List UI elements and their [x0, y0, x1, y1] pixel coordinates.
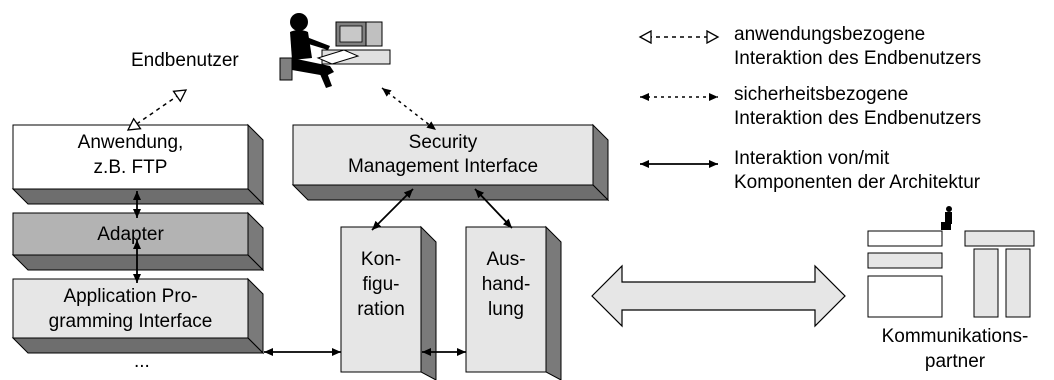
user-at-computer-icon: [279, 13, 391, 88]
smi-konfiguration-arrow: [371, 188, 414, 231]
partner-line2: partner: [924, 351, 986, 372]
aushandlung-line3: lung: [488, 299, 524, 320]
konfiguration-box: [340, 225, 437, 380]
ellipsis-label: ...: [134, 351, 150, 372]
api-box: [11, 277, 265, 355]
endbenutzer-label: Endbenutzer: [131, 50, 239, 71]
anwendung-box: [11, 123, 265, 206]
api-line2: gramming Interface: [48, 311, 213, 332]
aushandlung-line1: Aus-: [486, 249, 526, 270]
aushandlung-box: [465, 225, 562, 380]
anwendung-line2: z.B. FTP: [93, 157, 168, 178]
security-management-interface-box: [291, 123, 610, 202]
security-interaction-arrow: [381, 87, 437, 131]
legend-security-line1: sicherheitsbezogene: [734, 84, 909, 105]
aushandlung-line2: hand-: [481, 274, 531, 295]
legend-component-line2: Komponenten der Architektur: [734, 172, 981, 193]
partner-communication-arrow: [591, 264, 846, 328]
legend-security-line2: Interaktion des Endbenutzers: [734, 108, 982, 129]
smi-line2: Management Interface: [347, 156, 539, 177]
legend-app-line2: Interaktion des Endbenutzers: [734, 48, 982, 69]
partner-line1: Kommunikations-: [881, 326, 1029, 347]
legend-app-line1: anwendungsbezogene: [734, 24, 926, 45]
anwendung-line1: Anwendung,: [77, 132, 184, 153]
legend-component-line1: Interaktion von/mit: [734, 148, 890, 169]
adapter-label: Adapter: [97, 224, 164, 245]
konfiguration-line3: ration: [357, 299, 405, 320]
api-line1: Application Pro-: [63, 286, 198, 307]
communication-partner-icon: [867, 206, 1035, 318]
smi-aushandlung-arrow: [474, 188, 513, 229]
smi-line1: Security: [408, 132, 478, 153]
app-interaction-arrow: [128, 90, 186, 130]
konfiguration-line2: figu-: [362, 274, 400, 295]
konfiguration-line1: Kon-: [360, 249, 402, 270]
